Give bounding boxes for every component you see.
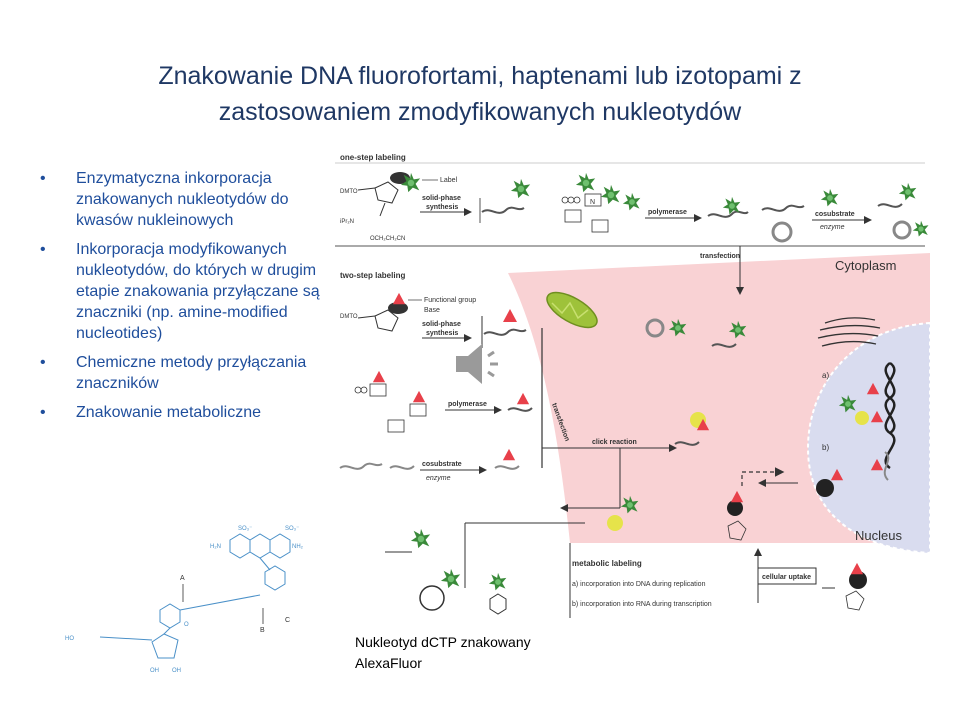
bullet-item: •Inkorporacja modyfikowanych nukleotydów… — [40, 241, 320, 342]
dctp-structure: H₂N SO₃⁻ SO₃⁻ NH₂ HO OH OH O A B C — [65, 526, 304, 674]
nucleus-label: Nucleus — [855, 528, 902, 543]
svg-text:A: A — [180, 575, 185, 582]
svg-text:SO₃⁻: SO₃⁻ — [238, 526, 252, 532]
svg-text:OH: OH — [172, 668, 181, 674]
svg-text:enzyme: enzyme — [426, 475, 451, 482]
svg-text:B: B — [260, 627, 265, 634]
caption-line-2: AlexaFluor — [355, 655, 422, 671]
one-step-dna — [479, 198, 525, 223]
svg-text:C: C — [285, 617, 290, 624]
structure-caption: Nukleotyd dCTP znakowany AlexaFluor — [355, 632, 531, 674]
svg-text:OCH₂CH₂CN: OCH₂CH₂CN — [370, 236, 405, 242]
triphosphate-one-step — [561, 193, 609, 233]
caption-line-1: Nukleotyd dCTP znakowany — [355, 634, 531, 650]
svg-text:Label: Label — [440, 177, 458, 184]
svg-text:synthesis: synthesis — [426, 330, 458, 337]
title-line-1: Znakowanie DNA fluorofortami, haptenami … — [158, 62, 802, 90]
two-step-label: two-step labeling — [340, 271, 405, 280]
svg-text:cosubstrate: cosubstrate — [422, 461, 462, 468]
dna-helix — [884, 361, 896, 470]
svg-text:solid-phase: solid-phase — [422, 321, 461, 328]
svg-text:Functional group: Functional group — [424, 297, 476, 304]
svg-text:cosubstrate: cosubstrate — [815, 211, 855, 218]
speaker-icon[interactable] — [450, 338, 506, 390]
svg-text:N: N — [590, 199, 595, 206]
triphosphate-two-step — [354, 383, 427, 433]
svg-text:H₂N: H₂N — [210, 544, 221, 550]
svg-text:enzyme: enzyme — [820, 224, 845, 231]
svg-text:b): b) — [822, 443, 829, 452]
svg-text:OH: OH — [150, 668, 159, 674]
svg-text:synthesis: synthesis — [426, 204, 458, 211]
cytoplasm-label: Cytoplasm — [835, 258, 896, 273]
phosphoramidite-two-step — [357, 309, 399, 332]
one-step-label: one-step labeling — [340, 153, 406, 162]
svg-text:polymerase: polymerase — [448, 401, 487, 408]
bullet-item: •Chemiczne metody przyłączania znacznikó… — [40, 354, 307, 392]
svg-text:HO: HO — [65, 636, 74, 642]
nucleus-region — [806, 321, 930, 555]
bullet-item: •Znakowanie metaboliczne — [40, 404, 261, 421]
metabolic-labeling-label: metabolic labeling — [572, 559, 642, 568]
labeling-diagram: Cytoplasm Nucleus one-step labeling Labe… — [335, 153, 930, 618]
slide-title: Znakowanie DNA fluorofortami, haptenami … — [40, 58, 920, 130]
svg-text:cellular uptake: cellular uptake — [762, 574, 811, 581]
svg-text:a): a) — [822, 371, 829, 380]
click-reaction-label: click reaction — [592, 439, 637, 446]
svg-text:iPr₂N: iPr₂N — [340, 219, 354, 225]
svg-text:DMTO: DMTO — [340, 189, 358, 195]
bullet-item: •Enzymatyczna inkorporacja znakowanych n… — [40, 170, 289, 229]
svg-text:O: O — [184, 622, 189, 628]
svg-text:polymerase: polymerase — [648, 209, 687, 216]
svg-text:Base: Base — [424, 307, 440, 314]
mitochondrion — [546, 291, 598, 329]
endoplasmic-reticulum — [817, 317, 881, 347]
svg-text:NH₂: NH₂ — [292, 544, 304, 550]
svg-text:transfection: transfection — [700, 253, 740, 260]
bullet-list: •Enzymatyczna inkorporacja znakowanych n… — [36, 168, 321, 431]
title-line-2: zastosowaniem zmodyfikowanych nukleotydó… — [218, 98, 742, 126]
svg-text:b) incorporation into RNA duri: b) incorporation into RNA during transcr… — [572, 601, 712, 608]
svg-text:SO₃⁻: SO₃⁻ — [285, 526, 299, 532]
phosphoramidite-one-step — [357, 181, 399, 217]
svg-text:solid-phase: solid-phase — [422, 195, 461, 202]
svg-text:a) incorporation into DNA duri: a) incorporation into DNA during replica… — [572, 581, 706, 588]
svg-text:DMTO: DMTO — [340, 314, 358, 320]
